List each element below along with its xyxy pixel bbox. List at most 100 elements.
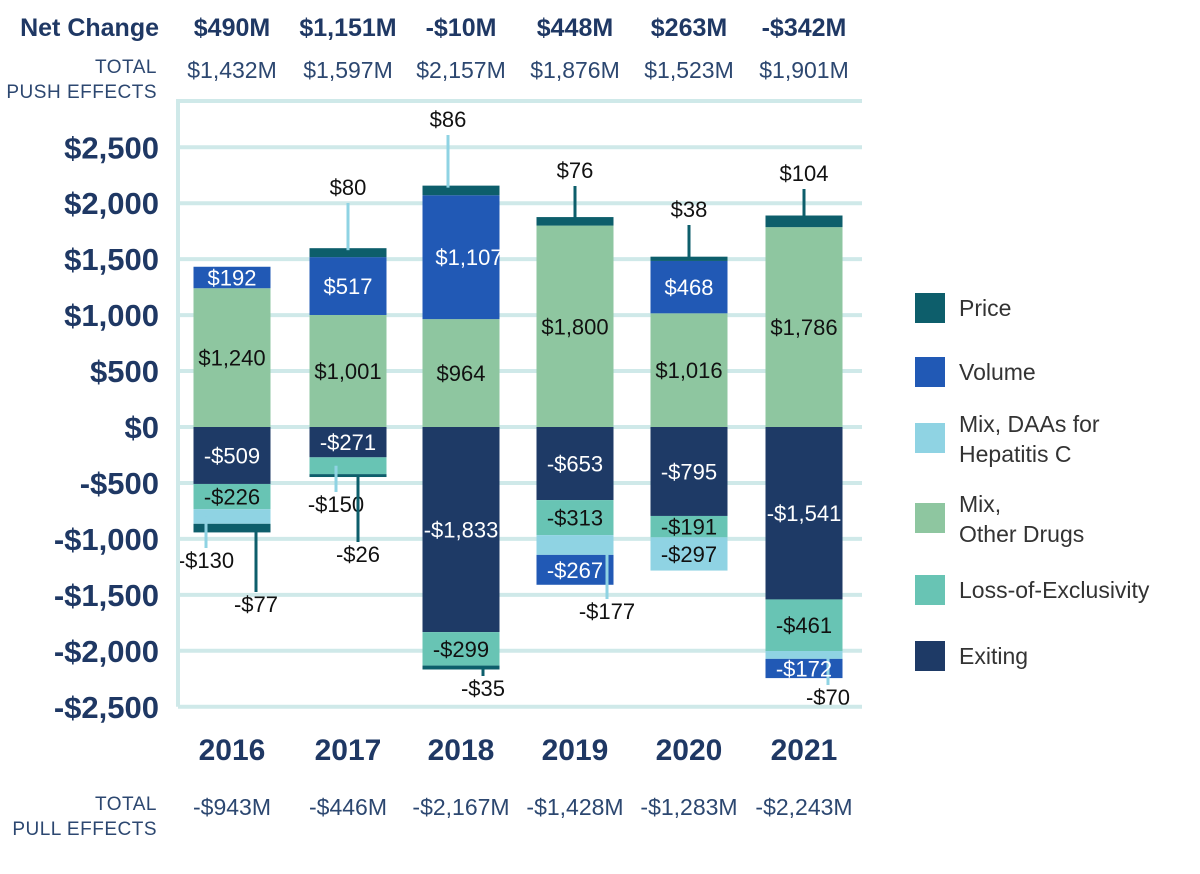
data-labels: $1,240$192-$509-$226-$130-$77$1,001$517$… [178, 107, 850, 710]
push-effects-value-2021: $1,901M [759, 57, 849, 83]
legend-swatch-exiting [915, 641, 945, 671]
bar-volume-2018 [422, 195, 500, 320]
pull-effects-value-2019: -$1,428M [526, 794, 623, 820]
bar-volume-2016 [193, 266, 271, 289]
x-tick-label-2020: 2020 [656, 734, 723, 767]
bar-mix-daas-for-hepatitis-c-negative-2020 [650, 537, 728, 571]
push-effects-value-2016: $1,432M [187, 57, 277, 83]
data-label-price-2019: $76 [557, 158, 594, 183]
data-label-exiting-negative-2019: -$653 [547, 452, 603, 477]
pull-effects-value-2021: -$2,243M [755, 794, 852, 820]
x-tick-label-2017: 2017 [315, 734, 382, 767]
data-label-exiting-negative-2020: -$795 [661, 459, 717, 484]
bar-volume-negative-2019 [536, 554, 614, 585]
bar-mix-daas-for-hepatitis-c-negative-2019 [536, 535, 614, 555]
legend-swatch-volume [915, 357, 945, 387]
legend-swatch-loss-of-exclusivity [915, 575, 945, 605]
y-tick-label: -$1,500 [54, 578, 159, 613]
bar-mix-other-drugs-2017 [309, 314, 387, 427]
x-tick-label-2021: 2021 [771, 734, 838, 767]
bar-exiting-negative-2017 [309, 427, 387, 458]
bar-loss-of-exclusivity-negative-2017 [309, 457, 387, 475]
pull-effects-value-2018: -$2,167M [412, 794, 509, 820]
bar-loss-of-exclusivity-negative-2018 [422, 632, 500, 666]
bar-exiting-negative-2018 [422, 427, 500, 633]
bar-price-2018 [422, 185, 500, 196]
data-label-mix-daas-for-hepatitis-c-negative-2020: -$297 [661, 542, 717, 567]
bar-price-2017 [309, 248, 387, 258]
push-effects-label-line2: PUSH EFFECTS [6, 82, 157, 103]
data-label-price-negative-2017: -$26 [336, 542, 380, 567]
data-label-mix-other-drugs-2016: $1,240 [198, 346, 265, 371]
pull-effects-label-line1: TOTAL [95, 794, 157, 815]
net-change-value-2016: $490M [194, 14, 270, 42]
legend-swatch-price [915, 293, 945, 323]
axes: $2,500$2,000$1,500$1,000$500$0-$500-$1,0… [54, 99, 862, 767]
y-tick-label: -$2,000 [54, 634, 159, 669]
data-label-mix-other-drugs-2018: $964 [437, 361, 486, 386]
y-tick-label: -$2,500 [54, 690, 159, 725]
bar-price-2019 [536, 217, 614, 226]
bar-exiting-negative-2021 [765, 427, 843, 600]
bar-mix-daas-for-hepatitis-c-negative-2016 [193, 509, 271, 524]
net-change-value-2019: $448M [537, 14, 613, 42]
data-label-loss-of-exclusivity-negative-2017: -$150 [308, 492, 364, 517]
net-change-value-2021: -$342M [762, 14, 847, 42]
data-label-loss-of-exclusivity-negative-2020: -$191 [661, 515, 717, 540]
push-effects-value-2017: $1,597M [303, 57, 393, 83]
header-values: $490M$1,432M-$943M$1,151M$1,597M-$446M-$… [187, 14, 852, 820]
data-label-exiting-negative-2016: -$509 [204, 443, 260, 468]
pull-effects-value-2020: -$1,283M [640, 794, 737, 820]
bar-mix-daas-for-hepatitis-c-negative-2021 [765, 651, 843, 659]
data-label-exiting-negative-2017: -$271 [320, 430, 376, 455]
data-label-volume-negative-2019: -$267 [547, 558, 603, 583]
data-label-mix-other-drugs-2017: $1,001 [314, 359, 381, 384]
legend-swatch-mix-other-drugs [915, 503, 945, 533]
data-label-volume-2017: $517 [324, 274, 373, 299]
bar-loss-of-exclusivity-negative-2019 [536, 500, 614, 536]
y-tick-label: $2,000 [64, 186, 159, 221]
push-effects-label-line1: TOTAL [95, 57, 157, 78]
data-label-exiting-negative-2018: -$1,833 [424, 518, 499, 543]
bar-volume-negative-2021 [765, 658, 843, 679]
bar-loss-of-exclusivity-negative-2016 [193, 483, 271, 510]
y-tick-label: $500 [90, 354, 159, 389]
data-label-loss-of-exclusivity-negative-2021: -$461 [776, 613, 832, 638]
net-change-label: Net Change [20, 14, 159, 42]
data-label-loss-of-exclusivity-negative-2019: -$313 [547, 506, 603, 531]
y-tick-label: $1,000 [64, 298, 159, 333]
data-label-price-2017: $80 [330, 175, 367, 200]
data-label-mix-other-drugs-2019: $1,800 [541, 314, 608, 339]
bar-volume-2017 [309, 257, 387, 315]
data-label-volume-2016: $192 [208, 266, 257, 291]
pull-effects-value-2016: -$943M [193, 794, 271, 820]
net-change-value-2017: $1,151M [299, 14, 396, 42]
bar-exiting-negative-2019 [536, 427, 614, 501]
bar-price-negative-2017 [309, 474, 387, 478]
legend-label-exiting: Exiting [959, 643, 1028, 669]
gridlines [178, 99, 862, 653]
x-tick-label-2019: 2019 [542, 734, 609, 767]
x-tick-label-2016: 2016 [199, 734, 266, 767]
bar-mix-other-drugs-2021 [765, 227, 843, 427]
bars [193, 185, 843, 679]
data-label-loss-of-exclusivity-negative-2018: -$299 [433, 637, 489, 662]
data-label-price-negative-2018: -$35 [461, 676, 505, 701]
net-change-value-2020: $263M [651, 14, 727, 42]
data-label-mix-other-drugs-2021: $1,786 [770, 315, 837, 340]
y-tick-label: $1,500 [64, 242, 159, 277]
legend-label-loss-of-exclusivity: Loss-of-Exclusivity [959, 577, 1150, 603]
push-effects-value-2018: $2,157M [416, 57, 506, 83]
data-label-exiting-negative-2021: -$1,541 [767, 501, 842, 526]
y-tick-label: -$500 [80, 466, 159, 501]
y-tick-label: $2,500 [64, 130, 159, 165]
legend-swatch-mix-daas-for-hepatitis-c [915, 423, 945, 453]
bar-price-2020 [650, 256, 728, 261]
data-label-mix-other-drugs-2020: $1,016 [655, 358, 722, 383]
data-label-price-2021: $104 [780, 161, 829, 186]
data-label-price-2018: $86 [430, 107, 467, 132]
legend-label-volume: Volume [959, 359, 1036, 385]
x-tick-label-2018: 2018 [428, 734, 495, 767]
